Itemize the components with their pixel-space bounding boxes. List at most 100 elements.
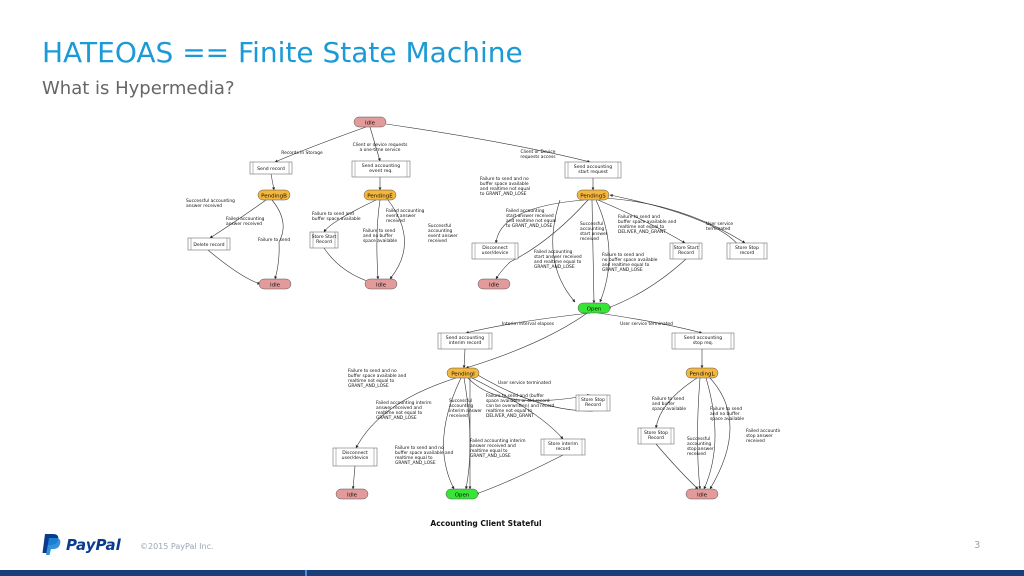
transition-arrow <box>463 377 471 490</box>
transition-arrow <box>703 377 716 490</box>
transition-arrow <box>467 377 591 401</box>
transition-arrow <box>323 247 371 283</box>
action-send-record: Send record <box>249 161 293 175</box>
transition-arrow <box>495 199 589 280</box>
transition-arrow <box>443 377 462 490</box>
transition-arrow <box>597 199 686 244</box>
label-records-in-storage: Records in Storage <box>281 150 323 156</box>
transition-arrow <box>462 348 466 369</box>
label-user-terminated-i: User service terminated <box>498 380 551 386</box>
svg-text:Idle: Idle <box>489 283 500 289</box>
state-idle_l: Idle <box>685 488 719 500</box>
transition-arrow <box>385 123 591 163</box>
slide-title: HATEOAS == Finite State Machine <box>42 36 523 69</box>
svg-text:PendingE: PendingE <box>367 194 393 200</box>
svg-text:PendingL: PendingL <box>689 372 715 378</box>
transition-arrow <box>355 377 457 449</box>
diagram-caption: Accounting Client Stateful <box>430 519 541 528</box>
transition-arrow <box>494 199 585 244</box>
svg-text:PendingS: PendingS <box>580 194 606 200</box>
state-idle_s: Idle <box>477 278 511 290</box>
transition-arrow <box>209 199 267 239</box>
transition-arrow <box>465 312 591 334</box>
state-pendingi: PendingI <box>446 367 480 379</box>
svg-text:PendingB: PendingB <box>261 194 287 200</box>
svg-text:Idle: Idle <box>347 493 358 499</box>
transition-arrow <box>465 307 595 369</box>
svg-text:Send record: Send record <box>257 166 285 172</box>
transition-arrow <box>697 377 702 490</box>
state-idle_b: Idle <box>258 278 292 290</box>
transition-arrow <box>655 443 699 490</box>
footer-bar-marker <box>305 570 307 576</box>
transition-arrow <box>475 454 564 495</box>
svg-text:Idle: Idle <box>365 121 376 127</box>
transition-arrow <box>552 199 576 303</box>
state-pendings: PendingS <box>576 189 610 201</box>
state-pendingl: PendingL <box>685 367 719 379</box>
label-interim-elapses: Interim interval elapses <box>502 321 555 327</box>
state-pendinge: PendingE <box>363 189 397 201</box>
transition-arrow <box>709 377 731 490</box>
svg-text:Delete record: Delete record <box>193 242 224 248</box>
label-failure-to-send-b: Failure to send <box>258 237 290 243</box>
slide-subtitle: What is Hypermedia? <box>42 78 235 99</box>
transition-arrow <box>207 249 261 285</box>
transition-arrow <box>271 199 284 280</box>
svg-text:PendingI: PendingI <box>451 372 475 378</box>
transition-arrow <box>595 199 610 303</box>
svg-text:Idle: Idle <box>376 283 387 289</box>
label-user-terminated-open: User service terminated <box>620 321 673 327</box>
action-delete-record: Delete record <box>187 237 231 251</box>
transition-arrow <box>601 197 746 244</box>
transition-arrow <box>387 199 405 280</box>
state-idle_e: Idle <box>364 278 398 290</box>
transition-arrow <box>369 126 381 162</box>
page-number: 3 <box>974 540 981 551</box>
transition-arrow <box>351 465 356 490</box>
transition-arrow <box>591 199 596 304</box>
svg-text:Open: Open <box>455 493 470 499</box>
transition-arrow <box>597 312 703 334</box>
state-open: Open <box>577 302 611 314</box>
transition-arrow <box>274 126 367 163</box>
transition-arrow <box>323 199 377 233</box>
svg-text:Open: Open <box>587 307 602 313</box>
